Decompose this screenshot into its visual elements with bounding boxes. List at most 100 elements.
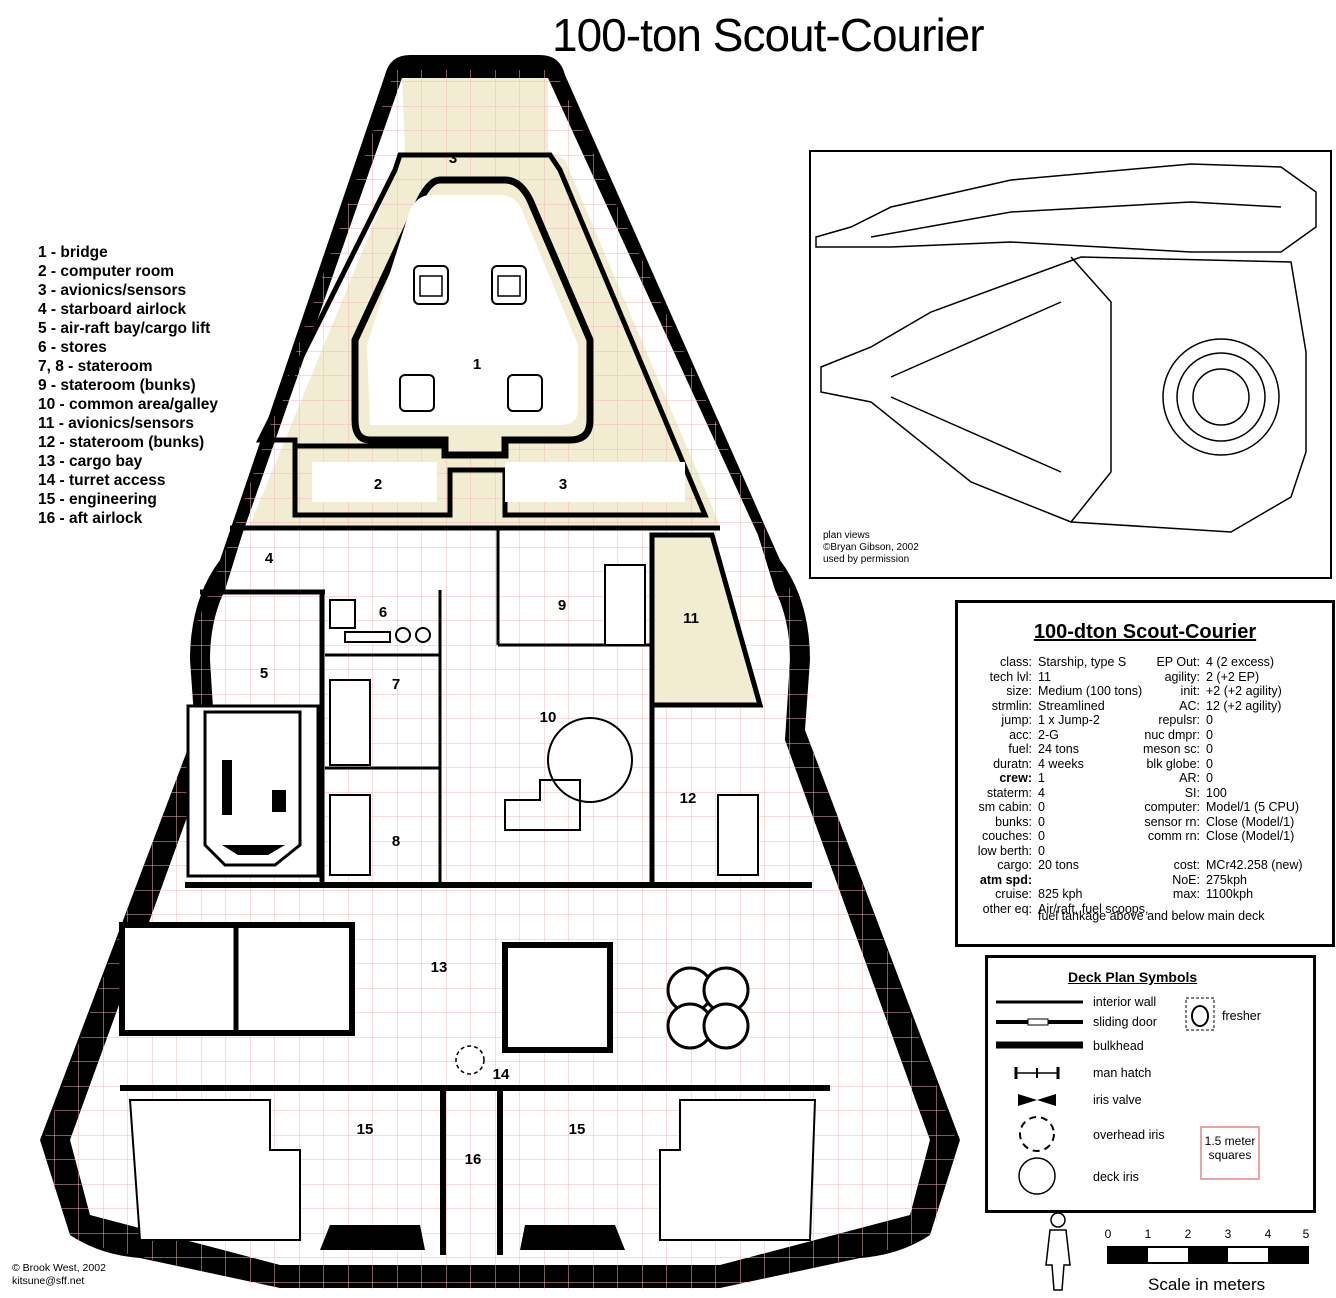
stat-label: size: [1006,684,1032,698]
stat-value: 11 [1038,669,1051,684]
legend-item: 3 - avionics/sensors [38,282,187,299]
room-number: 1 [472,356,482,373]
legend-item: 9 - stateroom (bunks) [38,377,196,394]
room-legend: 1 - bridge 2 - computer room 3 - avionic… [38,243,218,528]
sketch-credit-line: used by permission [823,554,910,565]
stat-label: meson sc: [1143,742,1200,756]
scale-tick: 3 [1224,1227,1232,1241]
scale-title: Scale in meters [1148,1275,1266,1294]
room-number: 4 [264,550,274,567]
ship-plan-view-illustration [809,150,1332,579]
room-number: 2 [373,476,383,493]
author-credit: © Brook West, 2002 kitsune@sff.net [12,1262,106,1288]
stat-value: 275kph [1206,872,1248,887]
stat-label: bunks: [995,814,1032,829]
stat-value: 0 [1206,742,1213,756]
symbol-label-bulkhead: bulkhead [1093,1039,1144,1053]
stat-value: 0 [1206,727,1213,742]
scale-tick: 1 [1144,1227,1152,1241]
stat-label: fuel: [1008,742,1032,756]
legend-item: 13 - cargo bay [38,453,143,470]
legend-item: 15 - engineering [38,491,157,508]
symbol-label-deck-iris: deck iris [1093,1170,1139,1184]
stat-label: jump: [1001,713,1032,727]
ship-stats-panel: 100-dton Scout-Courier class:Starship, t… [955,600,1335,947]
legend-item: 4 - starboard airlock [38,301,187,318]
stat-label: max: [1172,887,1200,901]
room-number: 5 [259,665,269,682]
room-number: 7 [391,676,401,693]
scale-tick: 0 [1104,1227,1112,1241]
stat-label: strmlin: [991,698,1032,713]
legend-item: 14 - turret access [38,472,166,489]
room-number: 3 [448,150,458,167]
stat-label: cargo: [997,858,1032,872]
stat-value: 4 [1038,785,1045,800]
legend-item: 7, 8 - stateroom [38,358,153,375]
symbol-label-sliding-door: sliding door [1093,1015,1157,1029]
legend-item: 12 - stateroom (bunks) [38,434,205,451]
stat-label: blk globe: [1146,756,1200,771]
symbols-drawing [996,997,1215,1195]
room-number: 12 [679,790,697,807]
legend-item: 5 - air-raft bay/cargo lift [38,320,211,337]
symbol-label-interior-wall: interior wall [1093,995,1157,1009]
sketch-credit-line: plan views [823,530,870,541]
scale-bar [1045,1212,1309,1291]
symbols-title: Deck Plan Symbols [1068,969,1198,985]
legend-item: 2 - computer room [38,263,175,280]
stat-value: 24 tons [1038,742,1080,756]
stat-label: sm cabin: [978,800,1033,814]
stat-label: repulsr: [1158,713,1200,727]
credit-line: © Brook West, 2002 [12,1262,106,1274]
stat-label: nuc dmpr: [1144,727,1200,742]
stat-value: 2 (+2 EP) [1206,669,1260,684]
sketch-credit: plan views ©Bryan Gibson, 2002 used by p… [823,530,919,566]
stats-other-eq-cont: fuel tankage above and below main deck [1038,909,1265,923]
deck-plan [40,55,960,1290]
stat-label: tech lvl: [989,669,1032,684]
stat-label: cost: [1173,858,1200,872]
room-number: 9 [557,597,567,614]
stat-value: 1 [1038,771,1045,785]
stat-value: +2 (+2 agility) [1206,684,1282,698]
legend-item: 16 - aft airlock [38,510,143,527]
stat-label: low berth: [977,843,1032,858]
room-number: 3 [558,476,568,493]
stat-value: 100 [1206,785,1227,800]
stat-label: staterm: [986,785,1032,800]
stat-value: 20 tons [1038,858,1080,872]
stat-value: 0 [1038,843,1045,858]
stat-value: Air/raft, fuel scoops, [1038,901,1149,916]
stat-label: other eq: [982,901,1032,916]
stat-value: 1100kph [1206,887,1254,901]
stat-label: AR: [1179,771,1200,785]
grid-squares-key: 1.5 meter squares [1200,1126,1260,1180]
symbol-label-iris-valve: iris valve [1093,1093,1142,1107]
legend-item: 1 - bridge [38,244,108,261]
stat-label: computer: [1144,800,1200,814]
stat-label: EP Out: [1156,655,1200,669]
stat-label: couches: [981,829,1032,843]
stat-label: SI: [1184,785,1200,800]
stat-value: 0 [1038,800,1045,814]
stat-value: 0 [1206,713,1213,727]
stat-value: Streamlined [1038,698,1105,713]
stat-value: Model/1 (5 CPU) [1206,800,1300,814]
room-number: 15 [568,1121,586,1138]
scale-tick: 4 [1264,1227,1272,1241]
stat-label: AC: [1179,698,1200,713]
room-number: 10 [539,709,557,726]
credit-line: kitsune@sff.net [12,1275,85,1287]
room-number: 13 [430,959,448,976]
stats-title: 100-dton Scout-Courier [1033,621,1257,643]
stat-value: 4 weeks [1038,756,1084,771]
stat-label: duratn: [993,756,1032,771]
ship-sketch-drawing [815,163,1317,533]
legend-item: 10 - common area/galley [38,396,219,413]
room-number: 15 [356,1121,374,1138]
stat-label: crew: [999,771,1032,785]
stat-label: atm spd: [979,872,1032,887]
room-number: 11 [683,610,699,627]
stat-label: sensor rn: [1144,814,1200,829]
